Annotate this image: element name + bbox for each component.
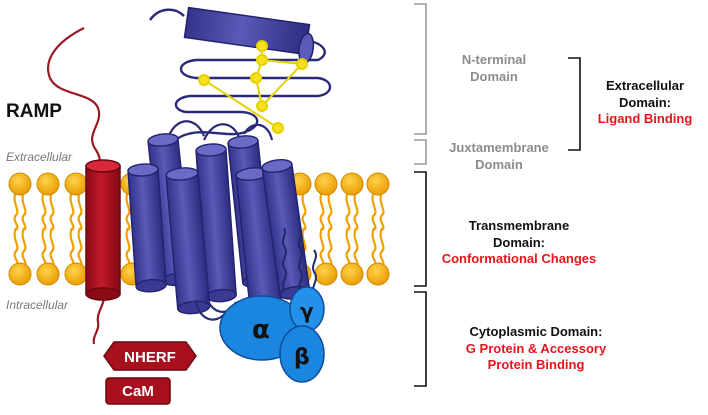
disulfide-bonds bbox=[198, 40, 308, 134]
lipid-tail bbox=[13, 227, 19, 267]
cytoplasmic-line1: Cytoplasmic Domain: bbox=[469, 324, 603, 339]
ramp-n-terminus bbox=[47, 27, 102, 173]
transmembrane-helix bbox=[127, 163, 167, 293]
lipid-tail bbox=[125, 191, 131, 231]
ramp-helix bbox=[85, 159, 121, 301]
lipid-tail bbox=[319, 191, 325, 231]
cytoplasmic-function1: G Protein & Accessory bbox=[465, 340, 607, 356]
cytoplasmic-domain-label: Cytoplasmic Domain: G Protein & Accessor… bbox=[436, 324, 636, 374]
lipid-tail bbox=[371, 191, 377, 231]
extracellular-loops bbox=[166, 120, 274, 141]
lipid-head bbox=[8, 172, 32, 196]
lipid-head bbox=[366, 262, 390, 286]
lipid-tail bbox=[353, 191, 359, 231]
lipid-tail bbox=[69, 191, 75, 231]
lipid-tail bbox=[21, 227, 27, 267]
extracellular-bracket bbox=[568, 57, 581, 151]
lipid-tail bbox=[41, 191, 47, 231]
lipid-head bbox=[314, 172, 338, 196]
extracellular-domain-label: Extracellular Domain: Ligand Binding bbox=[586, 78, 704, 128]
g-beta-subunit bbox=[279, 325, 325, 383]
n-terminal-domain-label: N-terminal Domain bbox=[430, 52, 558, 85]
lipid-tail bbox=[319, 227, 325, 267]
juxtamembrane-line1: Juxtamembrane bbox=[449, 140, 549, 155]
extracellular-label: Extracellular bbox=[6, 150, 73, 164]
extracellular-domain-line1: Extracellular bbox=[605, 78, 685, 93]
lipid-head bbox=[366, 172, 390, 196]
transmembrane-bracket bbox=[414, 171, 427, 287]
extracellular-domain-line2: Domain: bbox=[619, 94, 671, 110]
cam-protein bbox=[105, 377, 171, 405]
lipid-tail bbox=[125, 227, 131, 267]
lipid-tail bbox=[301, 191, 307, 231]
lipid-head bbox=[340, 172, 364, 196]
juxtamembrane-domain-label: Juxtamembrane Domain bbox=[430, 140, 568, 173]
cytoplasmic-bracket bbox=[414, 291, 427, 387]
lipid-head bbox=[340, 262, 364, 286]
g-gamma-label: γ bbox=[300, 299, 314, 323]
g-protein-heterotrimer bbox=[219, 286, 325, 383]
nherf-label: NHERF bbox=[124, 349, 176, 366]
lipid-tail bbox=[379, 191, 385, 231]
cam-label: CaM bbox=[122, 383, 154, 400]
n-terminal-helix bbox=[183, 6, 315, 65]
transmembrane-function: Conformational Changes bbox=[441, 251, 597, 267]
lipid-tail bbox=[41, 227, 47, 267]
lipid-tail bbox=[327, 227, 333, 267]
lipid-tail bbox=[77, 227, 83, 267]
transmembrane-line1: Transmembrane bbox=[468, 218, 570, 233]
transmembrane-domain-label: Transmembrane Domain: Conformational Cha… bbox=[434, 218, 604, 268]
lipid-tail bbox=[69, 227, 75, 267]
g-beta-label: β bbox=[294, 345, 310, 370]
lipid-tail bbox=[345, 227, 351, 267]
ramp-label: RAMP bbox=[6, 101, 62, 122]
intracellular-label: Intracellular bbox=[6, 298, 69, 312]
ramp-c-terminus bbox=[92, 291, 106, 345]
lipid-head bbox=[64, 172, 88, 196]
lipid-tail bbox=[13, 191, 19, 231]
g-alpha-label: α bbox=[252, 315, 270, 345]
extracellular-domain-function: Ligand Binding bbox=[597, 111, 693, 127]
juxtamembrane-line2: Domain bbox=[475, 156, 523, 172]
n-terminal-line1: N-terminal bbox=[461, 52, 527, 67]
lipid-tail bbox=[77, 191, 83, 231]
lipid-tail bbox=[345, 191, 351, 231]
nherf-protein bbox=[103, 341, 197, 371]
cytoplasmic-function2: Protein Binding bbox=[487, 357, 585, 373]
lipid-tail bbox=[353, 227, 359, 267]
lipid-head bbox=[36, 262, 60, 286]
lipid-head bbox=[8, 262, 32, 286]
lipid-tail bbox=[371, 227, 377, 267]
lipid-head bbox=[314, 262, 338, 286]
n-terminal-line2: Domain bbox=[470, 68, 518, 84]
lipid-head bbox=[64, 262, 88, 286]
transmembrane-helix bbox=[165, 167, 211, 315]
lipid-tail bbox=[21, 191, 27, 231]
g-protein-lipid-anchors bbox=[281, 227, 317, 295]
lipid-head bbox=[36, 172, 60, 196]
lipid-tail bbox=[379, 227, 385, 267]
juxtamembrane-bracket bbox=[414, 139, 427, 165]
transmembrane-line2: Domain: bbox=[493, 234, 545, 250]
lipid-tail bbox=[327, 191, 333, 231]
lipid-tail bbox=[49, 227, 55, 267]
n-terminal-bracket bbox=[414, 3, 427, 135]
lipid-tail bbox=[49, 191, 55, 231]
domain-brackets bbox=[414, 3, 581, 387]
